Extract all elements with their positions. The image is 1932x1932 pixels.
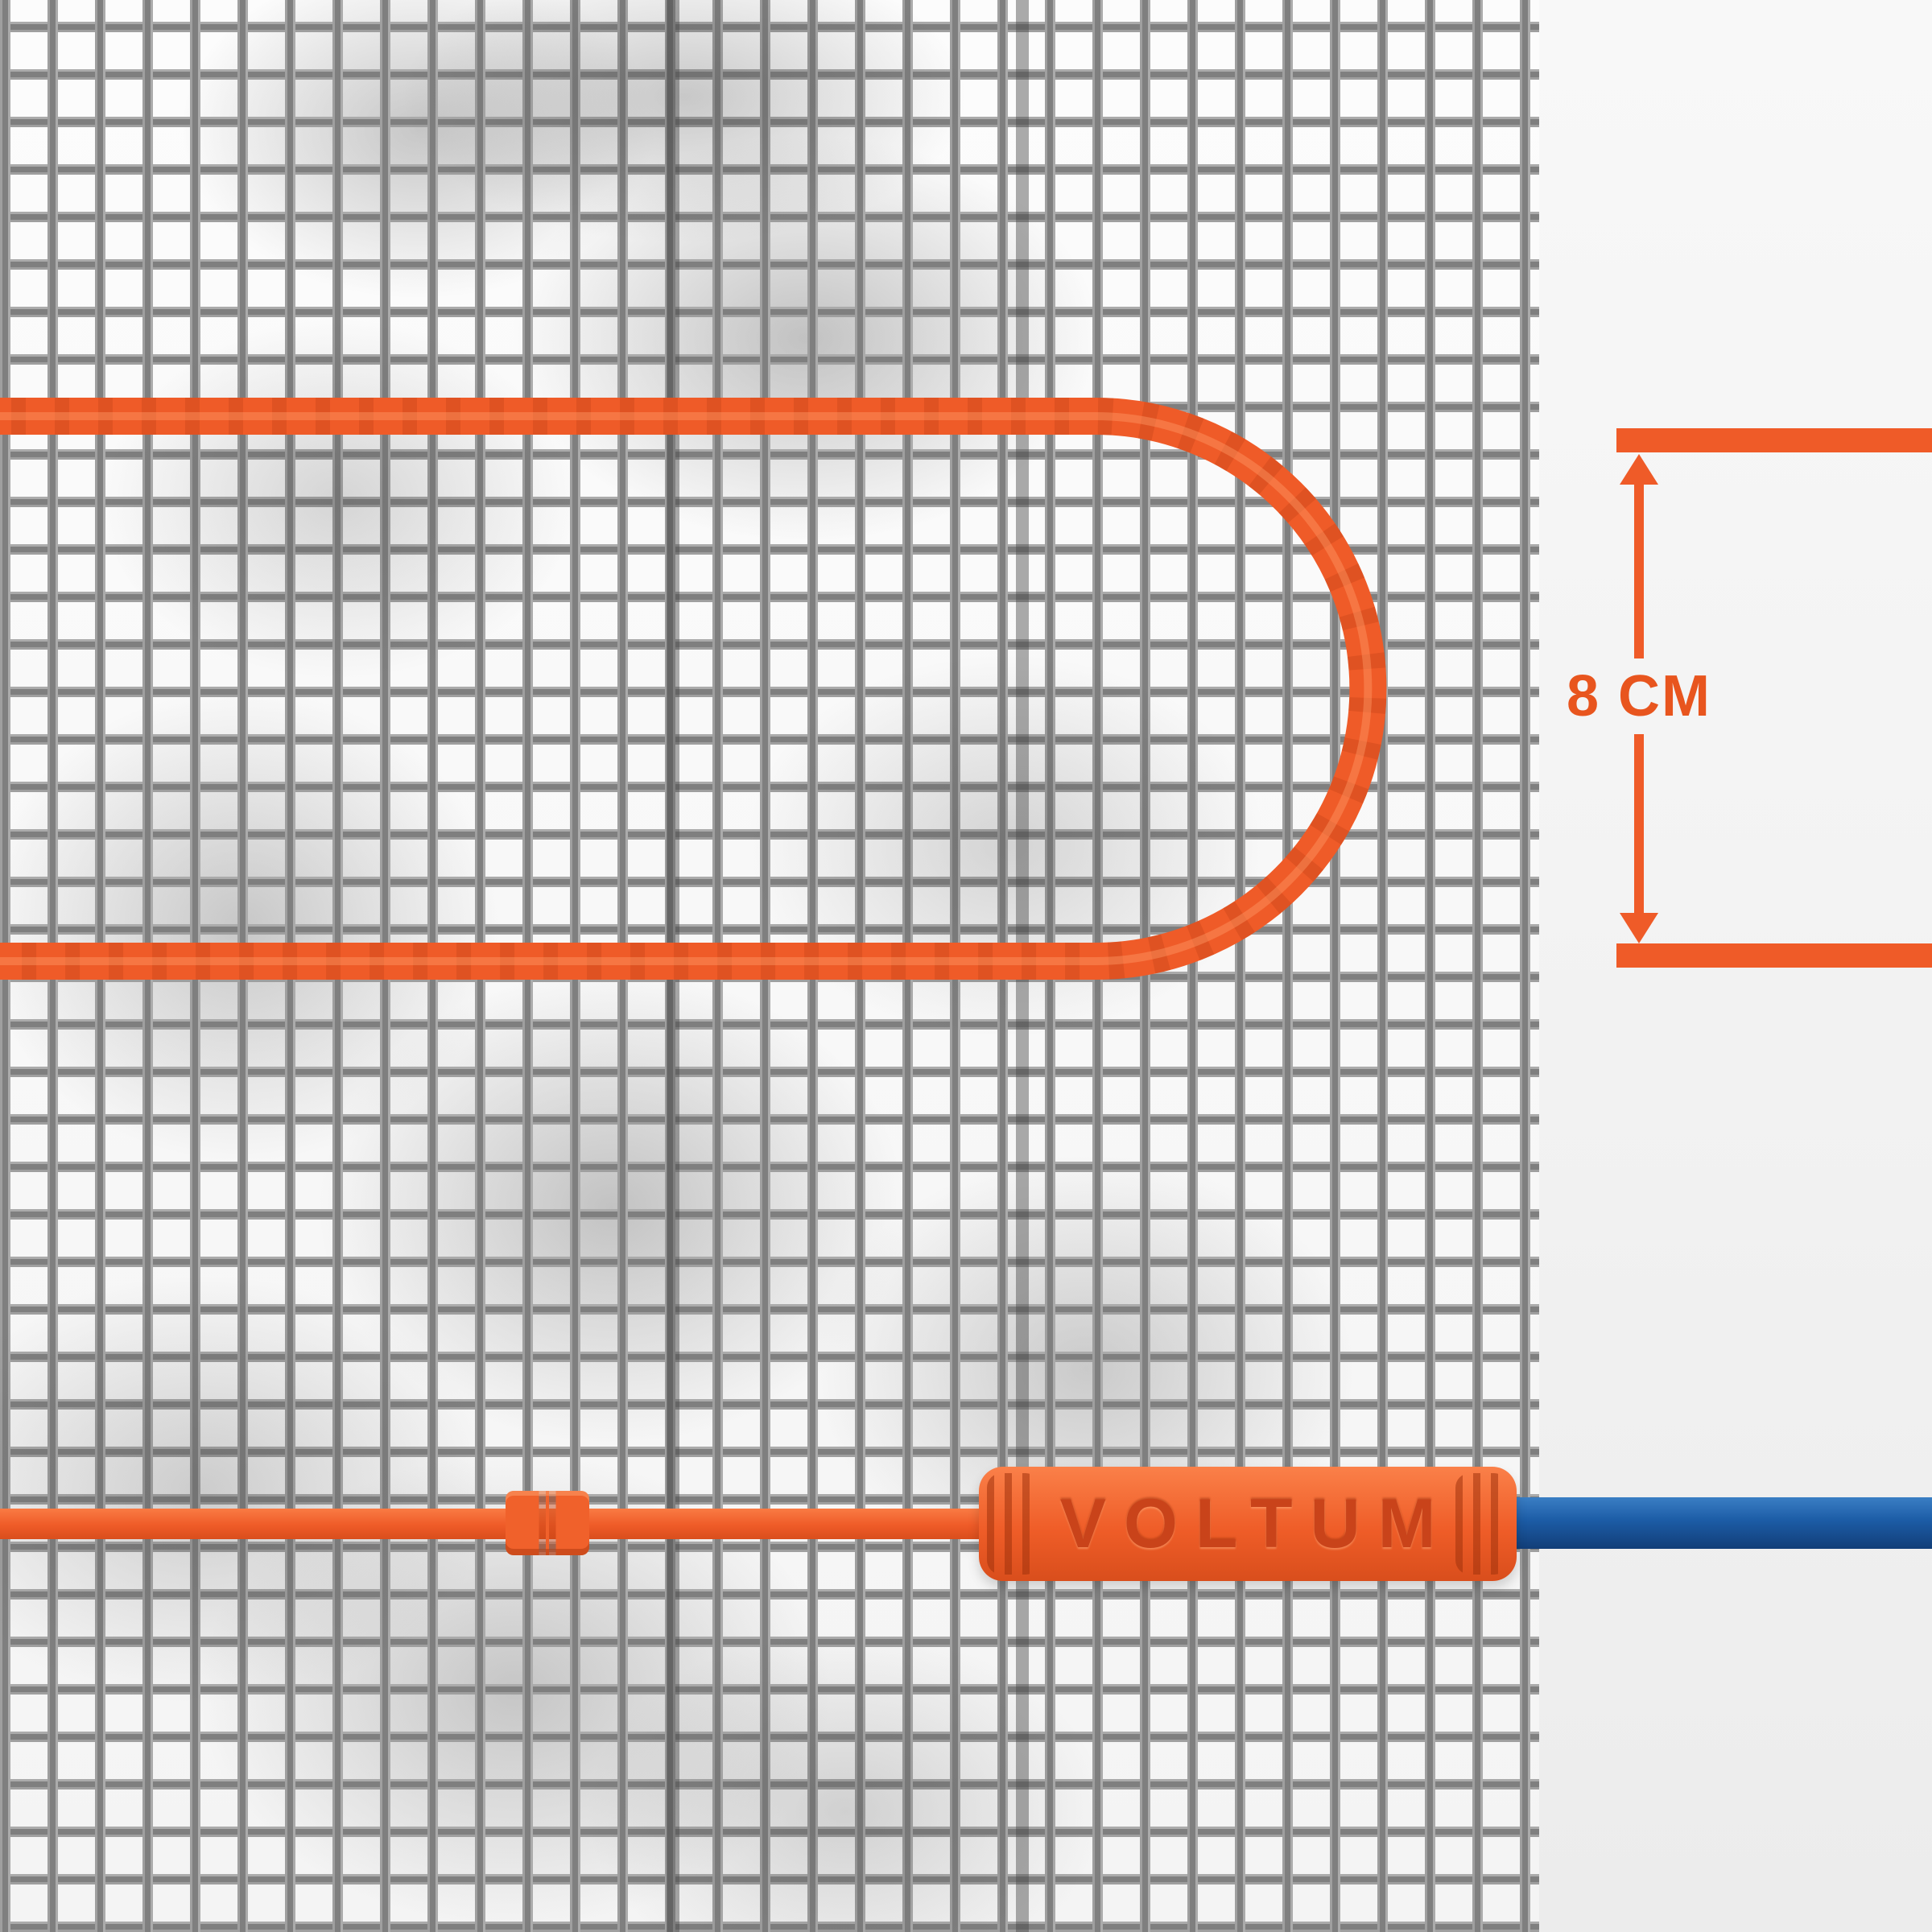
cold-lead-cable (1481, 1497, 1932, 1549)
arrow-up-icon (1620, 454, 1658, 485)
connector-brand-label: VOLTUM (1059, 1484, 1454, 1563)
dimension-bar-bottom (1616, 943, 1932, 968)
dimension-bar-top (1616, 428, 1932, 452)
dimension-line-upper (1634, 485, 1644, 658)
power-connector: VOLTUM (979, 1467, 1517, 1581)
connector-ridges-right (1455, 1473, 1509, 1575)
spacing-label: 8 CM (1566, 664, 1712, 729)
connector-ridges-left (987, 1473, 1040, 1575)
cable-spiral-texture (0, 398, 1387, 980)
arrow-down-icon (1620, 913, 1658, 943)
dimension-line-lower (1634, 734, 1644, 914)
cable-splice-clip (506, 1491, 589, 1555)
